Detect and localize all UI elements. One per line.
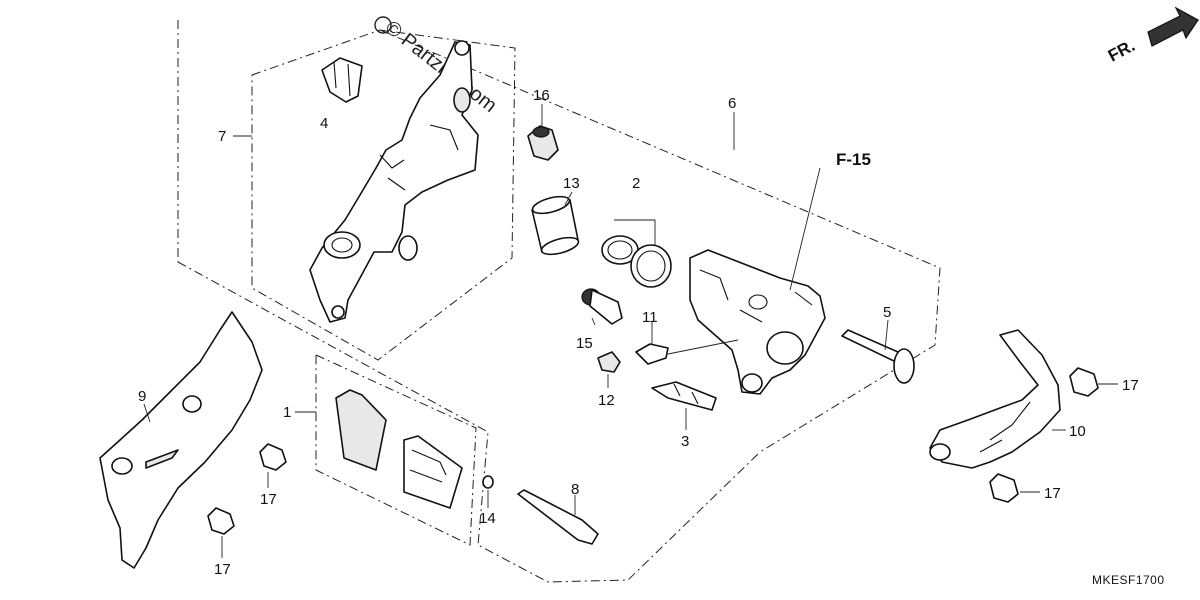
callout-9: 9 — [138, 388, 146, 405]
callout-6: 6 — [728, 95, 736, 112]
front-direction-label: FR. — [1105, 36, 1138, 66]
part-17-bolt-a — [259, 443, 287, 471]
part-1-brake-pads — [335, 389, 463, 509]
callout-17-d: 17 — [1044, 485, 1061, 502]
part-10-pedal-guard — [929, 329, 1061, 469]
part-2-piston-seals — [601, 235, 672, 288]
caliper-assembly-boundary — [379, 29, 941, 453]
callout-2: 2 — [632, 175, 640, 192]
leader-lines — [143, 104, 1118, 558]
callout-1: 1 — [283, 404, 291, 421]
part-5-caliper-pin — [841, 329, 915, 384]
callout-3: 3 — [681, 433, 689, 450]
figure-code: MKESF1700 — [1092, 573, 1165, 587]
part-17-bolt-b — [207, 507, 235, 535]
callout-10: 10 — [1069, 423, 1086, 440]
reference-label-f15: F-15 — [836, 150, 871, 169]
callout-12: 12 — [598, 392, 615, 409]
part-8-pad-pin — [517, 489, 599, 545]
front-direction-arrow: FR. — [1105, 6, 1199, 66]
part-17-bolt-c — [1069, 367, 1099, 397]
callout-17-a: 17 — [260, 491, 277, 508]
part-4-clip — [321, 57, 363, 103]
part-12-bleeder-cap — [597, 351, 621, 373]
part-7-caliper-bracket — [309, 40, 479, 323]
callout-13: 13 — [563, 175, 580, 192]
part-17-bolt-d — [989, 473, 1019, 503]
part-16-boot — [527, 125, 559, 161]
lower-assembly-boundary — [177, 261, 761, 583]
callout-11: 11 — [642, 309, 658, 326]
part-11-bleeder-valve — [635, 343, 669, 365]
arrow-right-icon — [1147, 6, 1199, 47]
callout-17-b: 17 — [214, 561, 231, 578]
pad-group-boundary — [315, 354, 477, 546]
callout-5: 5 — [883, 304, 891, 321]
part-9-disc-guard — [99, 311, 263, 569]
callout-16: 16 — [533, 87, 550, 104]
part-6-caliper-body — [689, 249, 826, 395]
part-13-pin-sleeve — [531, 195, 580, 256]
callout-4: 4 — [320, 115, 328, 132]
callout-17-c: 17 — [1122, 377, 1139, 394]
callout-7: 7 — [218, 128, 226, 145]
callout-15: 15 — [576, 335, 593, 352]
part-15-pin-bolt — [581, 288, 623, 325]
callout-8: 8 — [571, 481, 579, 498]
callout-14: 14 — [479, 510, 496, 527]
part-14-washer — [482, 475, 494, 489]
part-3-pad-spring — [651, 381, 717, 411]
